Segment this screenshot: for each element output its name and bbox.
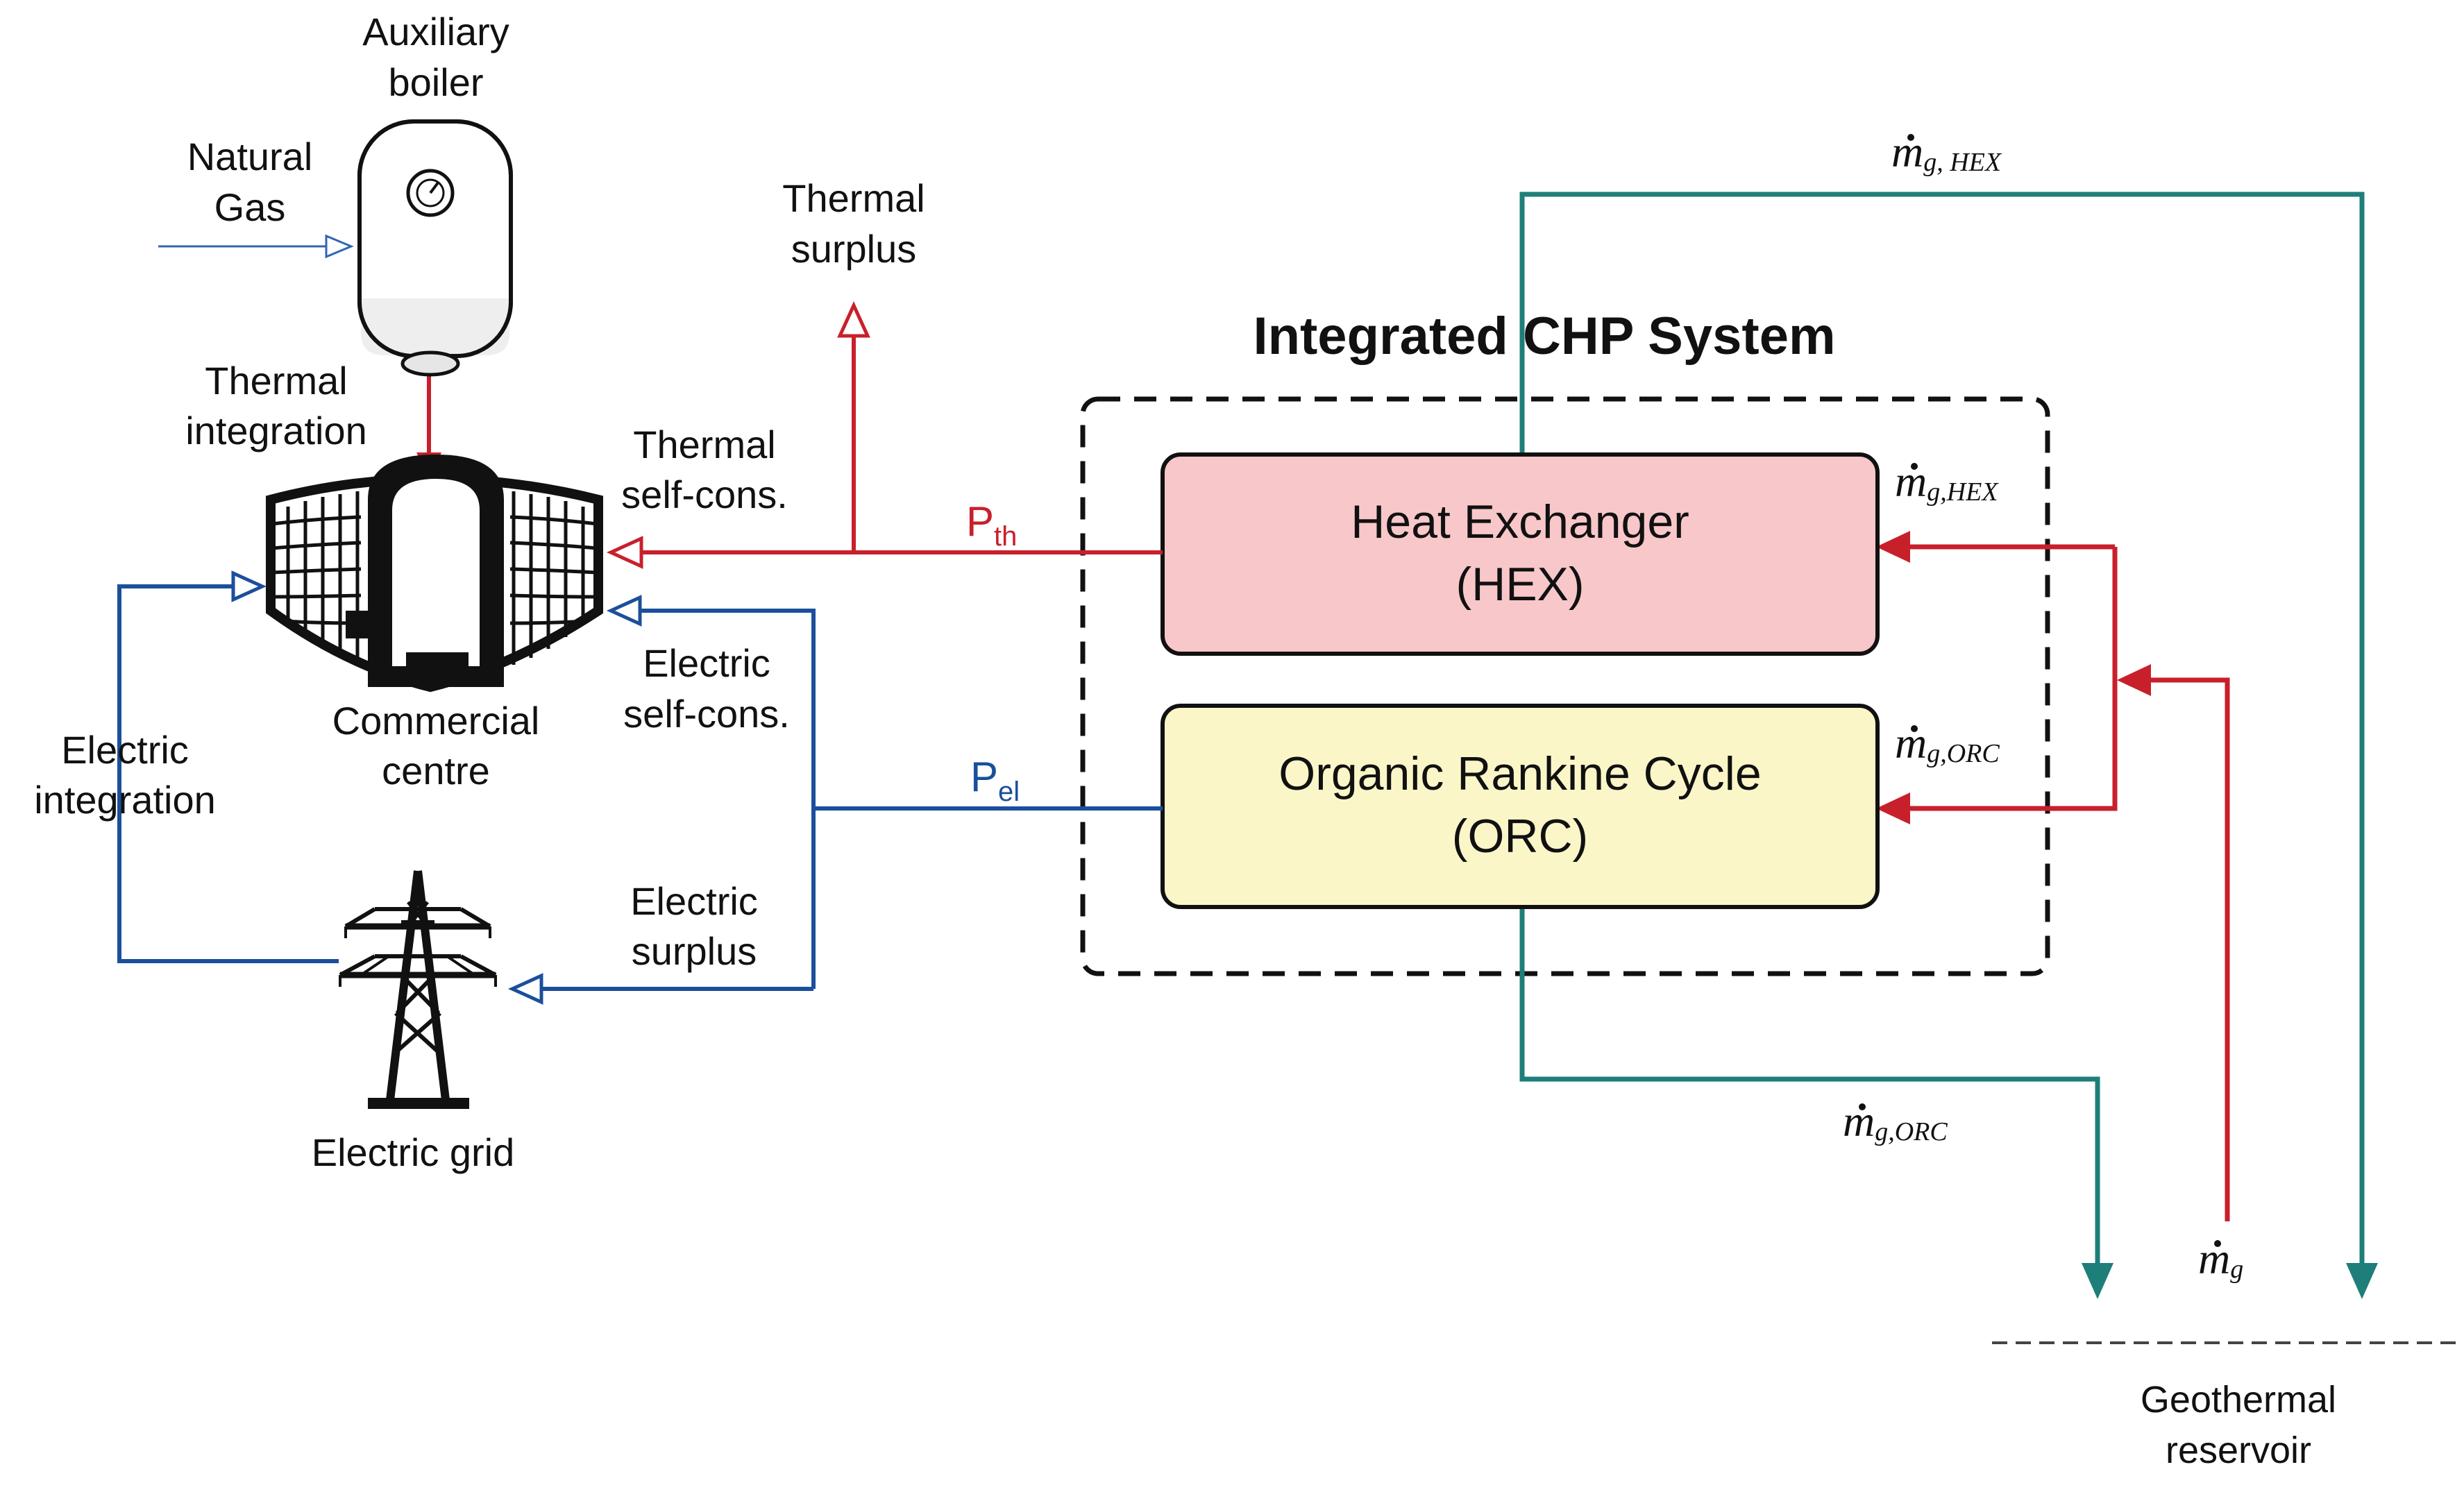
thermal-integration-label-2: integration	[185, 409, 367, 452]
thermal-surplus-label-1: Thermal	[782, 176, 925, 220]
thermal-output-line	[427, 333, 1163, 554]
electric-selfcons-arrowhead	[606, 595, 642, 627]
commercial-label-1: Commercial	[332, 699, 540, 743]
p-th-label: Pth	[966, 498, 1017, 552]
natural-gas-arrowhead	[325, 234, 354, 259]
electric-grid-label: Electric grid	[312, 1130, 515, 1174]
mg-label: mg	[2198, 1234, 2243, 1284]
electric-selfcons-label-1: Electric	[643, 641, 770, 685]
supply-junction-arrowhead	[2117, 664, 2151, 696]
thermal-selfcons-arrowhead	[606, 536, 643, 569]
orc-inlet-arrowhead	[1876, 792, 1910, 824]
commercial-building-icon	[266, 455, 603, 693]
natural-gas-label-1: Natural	[187, 135, 313, 178]
electric-integration-arrowhead	[231, 570, 267, 602]
geothermal-supply-line	[1902, 544, 2230, 1221]
geothermal-hex-return-arrowhead	[2346, 1263, 2378, 1299]
commercial-label-2: centre	[382, 749, 490, 792]
electric-surplus-label-2: surplus	[632, 929, 757, 973]
orc-label-line1: Organic Rankine Cycle	[1279, 747, 1761, 800]
electric-integration-label-2: integration	[34, 778, 216, 822]
mg-main: m	[2198, 1234, 2230, 1283]
mg-orc-sub: g,ORC	[1927, 739, 2000, 768]
chp-system-title: Integrated CHP System	[1253, 307, 1835, 366]
transmission-tower-icon	[339, 870, 497, 1109]
hex-label-line1: Heat Exchanger	[1351, 495, 1689, 548]
electric-selfcons-label-2: self-cons.	[623, 692, 790, 736]
natural-gas-label-2: Gas	[214, 185, 286, 229]
p-th-sub: th	[994, 521, 1017, 552]
orc-label-line2: (ORC)	[1452, 810, 1588, 863]
mg-orc-bottom-label: mg,ORC	[1843, 1096, 1948, 1146]
mg-hex-top-main: m	[1891, 127, 1923, 176]
svg-text:mg,HEX: mg,HEX	[1895, 457, 1999, 507]
mg-orc-bottom-main: m	[1843, 1096, 1875, 1146]
thermal-surplus-arrowhead	[837, 300, 870, 338]
svg-text:mg,ORC: mg,ORC	[1895, 718, 2000, 768]
thermal-surplus-label-2: surplus	[791, 227, 917, 271]
hex-inlet-arrowhead	[1876, 531, 1910, 563]
mg-hex-top-sub: g, HEX	[1923, 148, 2002, 177]
geothermal-hex-return-line	[1519, 192, 2365, 1273]
svg-text:mg,ORC: mg,ORC	[1843, 1096, 1948, 1146]
boiler-icon	[357, 119, 513, 377]
electric-integration-label-1: Electric	[61, 728, 189, 772]
hex-label-line2: (HEX)	[1455, 558, 1584, 611]
mg-hex-top-label: mg, HEX	[1891, 127, 2002, 177]
p-th-main: P	[966, 498, 994, 545]
electric-lines	[117, 584, 1163, 991]
geothermal-orc-return-line	[1519, 907, 2100, 1273]
mg-hex-label: mg,HEX	[1895, 457, 1999, 507]
thermal-integration-label-1: Thermal	[205, 359, 347, 402]
mg-orc-bottom-sub: g,ORC	[1875, 1117, 1948, 1146]
mg-hex-main: m	[1895, 457, 1927, 506]
electric-surplus-arrowhead	[507, 973, 543, 1005]
aux-boiler-label-2: boiler	[389, 60, 484, 104]
thermal-selfcons-label-2: self-cons.	[621, 473, 788, 516]
aux-boiler-label-1: Auxiliary	[362, 10, 509, 53]
hex-box	[1161, 452, 1880, 656]
mg-sub: g	[2230, 1255, 2243, 1284]
geothermal-orc-return-arrowhead	[2082, 1263, 2113, 1299]
chp-system-boundary	[1080, 396, 2050, 976]
mg-orc-label: mg,ORC	[1895, 718, 2000, 768]
thermal-selfcons-label-1: Thermal	[633, 423, 775, 466]
geothermal-label-1: Geothermal	[2141, 1379, 2336, 1421]
svg-text:mg: mg	[2198, 1234, 2243, 1284]
svg-text:mg, HEX: mg, HEX	[1891, 127, 2002, 177]
orc-box	[1161, 704, 1880, 909]
geothermal-label-2: reservoir	[2166, 1430, 2311, 1471]
p-el-sub: el	[998, 777, 1020, 807]
electric-surplus-label-1: Electric	[630, 879, 758, 923]
p-el-label: Pel	[970, 754, 1020, 807]
mg-orc-main: m	[1895, 718, 1927, 768]
mg-hex-sub: g,HEX	[1927, 477, 1999, 507]
p-el-main: P	[970, 754, 998, 800]
